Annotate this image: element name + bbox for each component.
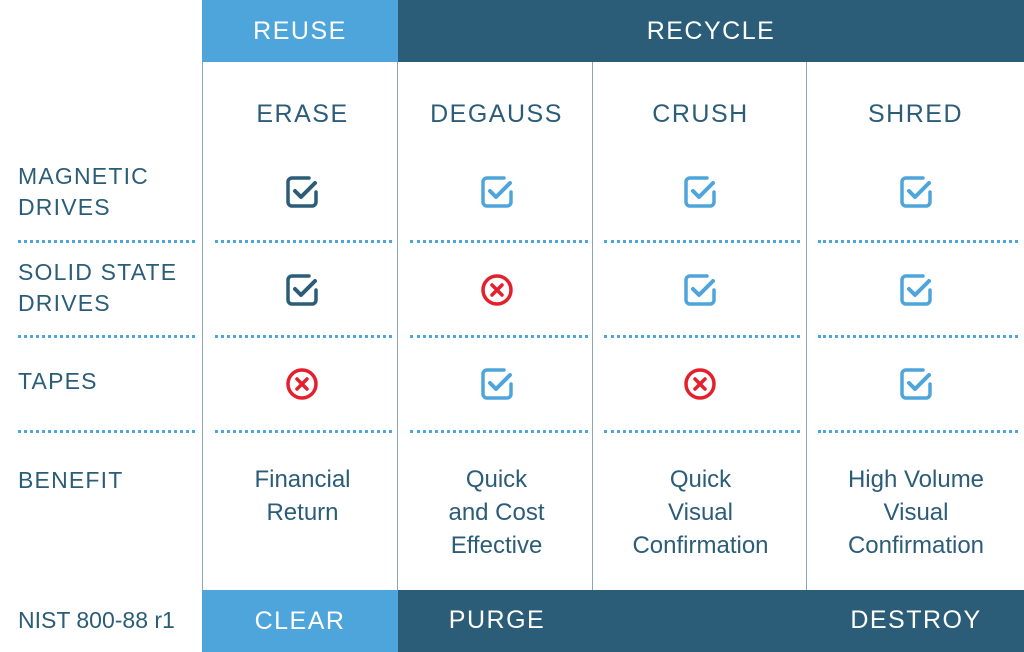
dotted-separator [410,335,588,338]
dotted-separator [604,240,800,243]
footer-label: NIST 800-88 r1 [18,607,175,633]
dotted-separator [215,335,392,338]
dotted-separator [215,240,392,243]
benefit-line: Quick [669,466,732,493]
benefit-line: Confirmation [847,532,985,559]
benefit-line: Financial [254,466,351,493]
recycle-header-label: RECYCLE [646,16,776,45]
check-square-icon [477,364,517,404]
dotted-separator [818,240,1018,243]
column-header-degauss: DEGAUSS [430,100,563,128]
row-label-benefit: BENEFIT [18,467,124,493]
dotted-separator [604,430,800,433]
benefit-line: Return [266,499,339,526]
grid-line [806,62,807,590]
purge-footer-label: PURGE [448,606,546,634]
grid-line [592,62,593,590]
row-label-line: SOLID STATE [18,259,178,285]
benefit-crush: Quick Visual Confirmation [598,463,803,562]
benefit-degauss: Quick and Cost Effective [399,463,594,562]
benefit-line: Visual [668,499,733,526]
x-circle-icon [680,364,720,404]
recycle-footer: PURGE DESTROY [398,590,1024,652]
reuse-header: REUSE [202,0,398,62]
benefit-line: Effective [450,532,543,559]
check-square-icon [680,172,720,212]
destroy-footer-label: DESTROY [850,606,982,634]
row-label-magnetic-drives: MAGNETIC DRIVES [18,161,149,223]
benefit-shred: High Volume Visual Confirmation [810,463,1022,562]
dotted-separator [410,240,588,243]
check-square-icon [282,270,322,310]
dotted-separator [18,335,195,338]
row-label-line: DRIVES [18,194,111,220]
check-square-icon [896,172,936,212]
check-square-icon [896,270,936,310]
benefit-line: Visual [883,499,949,526]
x-circle-icon [477,270,517,310]
benefit-line: Quick [465,466,528,493]
check-square-icon [896,364,936,404]
dotted-separator [410,430,588,433]
row-label-line: TAPES [18,368,98,394]
clear-footer-label: CLEAR [254,606,346,635]
dotted-separator [18,240,195,243]
dotted-separator [604,335,800,338]
clear-footer: CLEAR [202,590,398,652]
check-square-icon [282,172,322,212]
dotted-separator [818,430,1018,433]
benefit-line: and Cost [448,499,545,526]
dotted-separator [18,430,195,433]
check-square-icon [477,172,517,212]
row-label-line: DRIVES [18,290,111,316]
column-header-crush: CRUSH [652,100,749,128]
benefit-line: Confirmation [632,532,769,559]
recycle-header: RECYCLE [398,0,1024,62]
row-label-tapes: TAPES [18,366,98,397]
dotted-separator [215,430,392,433]
row-label-line: MAGNETIC [18,163,149,189]
column-header-shred: SHRED [867,100,963,128]
benefit-erase: Financial Return [205,463,400,529]
grid-line [202,62,203,590]
reuse-header-label: REUSE [253,16,347,45]
grid-line [397,62,398,590]
column-header-erase: ERASE [256,100,349,128]
dotted-separator [818,335,1018,338]
check-square-icon [680,270,720,310]
row-label-solid-state-drives: SOLID STATE DRIVES [18,257,177,319]
benefit-line: High Volume [847,466,985,493]
x-circle-icon [282,364,322,404]
